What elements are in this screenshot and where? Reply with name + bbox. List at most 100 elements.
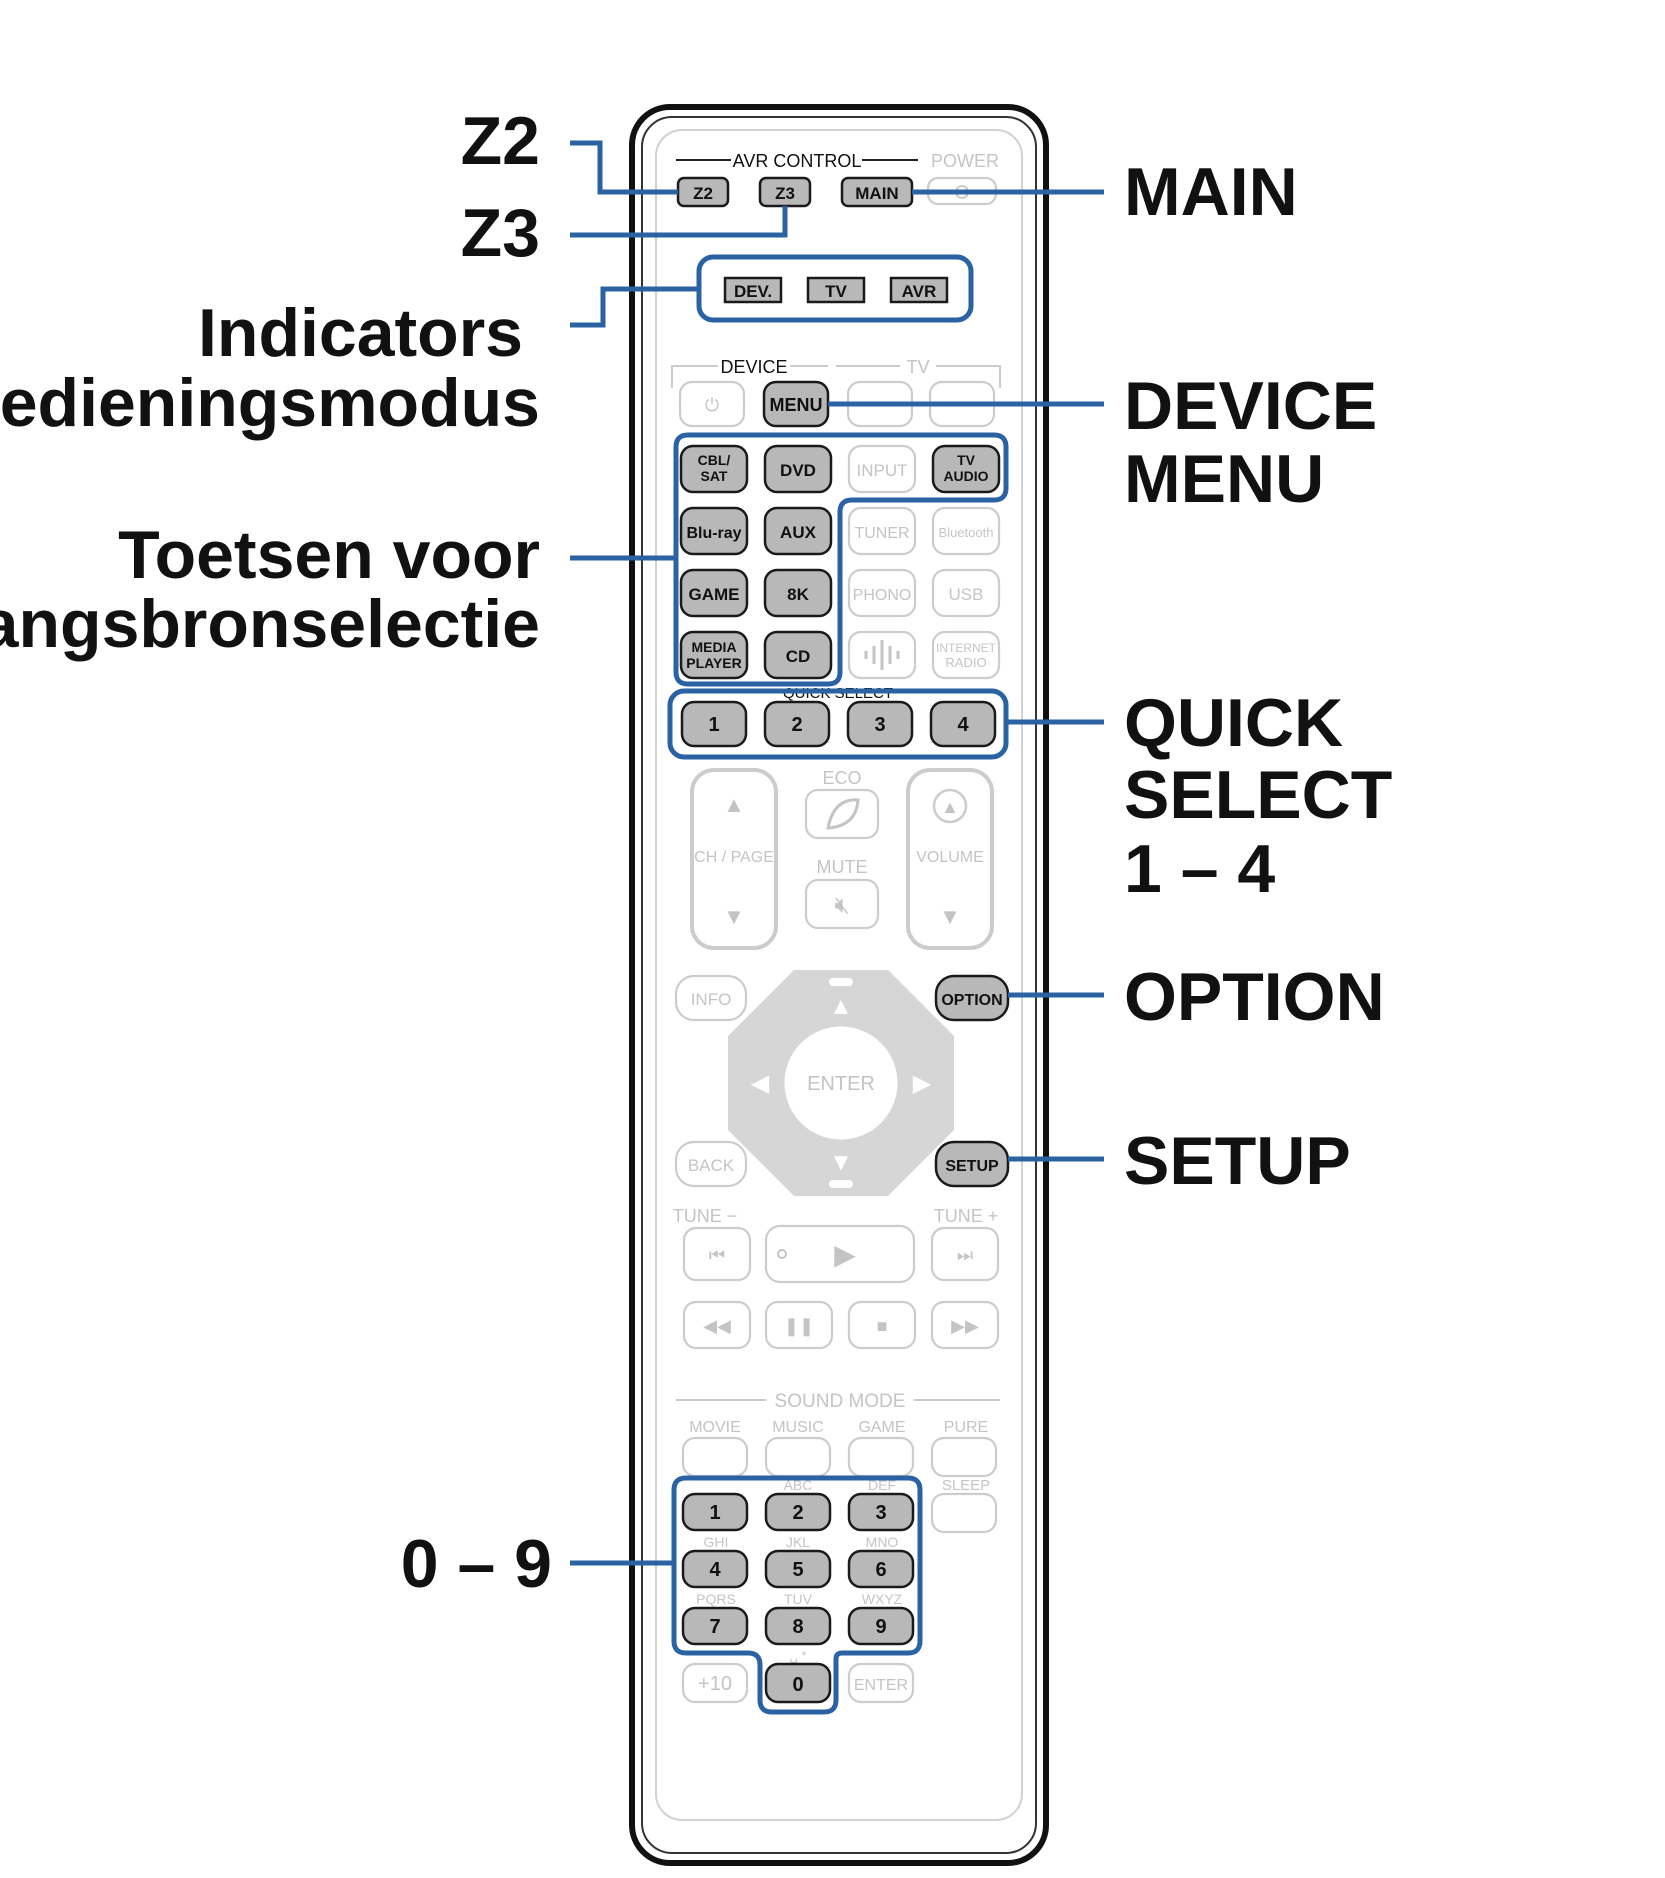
back-button[interactable]: BACK (674, 1140, 748, 1188)
fast-forward-button[interactable]: ▶▶ (930, 1300, 1000, 1350)
dpad-left-icon[interactable]: ◀ (751, 1071, 770, 1097)
numpad-letters-5: JKL (786, 1534, 810, 1550)
numpad-9-button[interactable]: 9 (847, 1606, 915, 1646)
play-button[interactable]: ▶ (764, 1224, 916, 1284)
ch-page-rocker[interactable]: ▲ CH / PAGE ▼ (690, 768, 778, 950)
svg-text:5: 5 (792, 1559, 803, 1581)
svg-text:PHONO: PHONO (853, 587, 912, 604)
dvd-button[interactable]: DVD (763, 444, 833, 494)
numpad-5-button[interactable]: 5 (764, 1549, 832, 1589)
indicator-avr: AVR (889, 276, 949, 304)
leaf-icon (826, 798, 860, 830)
numpad-7-button[interactable]: 7 (681, 1606, 749, 1646)
quick-select-3-button[interactable]: 3 (846, 700, 914, 748)
8k-button[interactable]: 8K (763, 568, 833, 618)
z2-button[interactable]: Z2 (676, 176, 730, 208)
callout-setup: SETUP (1124, 1123, 1351, 1199)
device-power-button[interactable] (678, 380, 746, 428)
input-button[interactable]: INPUT (847, 444, 917, 494)
z2-leader (570, 140, 678, 195)
numpad-letters-3: DEF (868, 1477, 896, 1493)
callout-input-select-line1: Toetsen voor (118, 517, 540, 593)
svg-text:4: 4 (957, 714, 969, 736)
leader-lines (570, 140, 1104, 1566)
svg-text:CH / PAGE: CH / PAGE (694, 849, 774, 866)
z3-button[interactable]: Z3 (758, 176, 812, 208)
aux-button[interactable]: AUX (763, 506, 833, 556)
heos-icon (864, 640, 900, 670)
volume-up-icon: ▲ (941, 797, 959, 817)
numpad-3-button[interactable]: 3 (847, 1492, 915, 1532)
transport-section: TUNE − TUNE + ⏮ ▶ ⏭ ◀◀ ❚❚ ■ ▶▶ (673, 1206, 1000, 1350)
cd-button[interactable]: CD (763, 630, 833, 680)
cbl-sat-button[interactable]: CBL/ SAT (679, 444, 749, 494)
dpad-right-icon[interactable]: ▶ (913, 1071, 932, 1097)
svg-text:9: 9 (875, 1616, 886, 1638)
usb-button[interactable]: USB (931, 568, 1001, 618)
game-button[interactable]: GAME (679, 568, 749, 618)
numpad-letters-4: GHI (704, 1534, 729, 1550)
callout-indicators-line2: bedieningsmodus (0, 365, 540, 441)
sleep-button[interactable] (930, 1492, 998, 1534)
skip-forward-button[interactable]: ⏭ (930, 1226, 1000, 1282)
stop-button[interactable]: ■ (847, 1300, 917, 1350)
svg-text:1: 1 (709, 1502, 720, 1524)
svg-text:SAT: SAT (701, 468, 728, 484)
main-button[interactable]: MAIN (840, 176, 914, 208)
quick-select-1-button[interactable]: 1 (680, 700, 748, 748)
media-player-button[interactable]: MEDIA PLAYER (679, 630, 749, 680)
svg-text:PLAYER: PLAYER (686, 655, 742, 671)
svg-text:Bluetooth: Bluetooth (939, 525, 994, 540)
volume-rocker[interactable]: ▲ VOLUME ▼ (906, 768, 994, 950)
navigation-section: INFO OPTION ▲ ▼ ◀ ▶ ENTER BACK SETUP (674, 970, 1010, 1196)
game-mode-button[interactable] (847, 1436, 915, 1478)
music-button[interactable] (764, 1436, 832, 1478)
numpad-8-button[interactable]: 8 (764, 1606, 832, 1646)
power-label: POWER (931, 151, 999, 171)
device-menu-button[interactable]: MENU (762, 380, 830, 428)
tv-label: TV (906, 357, 929, 377)
quick-select-4-button[interactable]: 4 (929, 700, 997, 748)
numpad-0-button[interactable]: 0 (764, 1662, 832, 1704)
numpad-6-button[interactable]: 6 (847, 1549, 915, 1589)
bluray-button[interactable]: Blu-ray (679, 506, 749, 556)
indicator-dev: DEV. (723, 276, 783, 304)
eco-button[interactable] (804, 788, 880, 840)
numpad-letters-7: PQRS (696, 1591, 736, 1607)
callout-input-select-line2: ingangsbronselectie (0, 586, 540, 662)
svg-text:GAME: GAME (689, 585, 740, 604)
skip-back-icon: ⏮ (709, 1245, 725, 1265)
phono-button[interactable]: PHONO (847, 568, 917, 618)
pause-button[interactable]: ❚❚ (764, 1300, 834, 1350)
rewind-button[interactable]: ◀◀ (682, 1300, 752, 1350)
info-button[interactable]: INFO (674, 974, 748, 1022)
dpad[interactable]: ▲ ▼ ◀ ▶ ENTER (728, 970, 954, 1196)
svg-text:OPTION: OPTION (941, 992, 1002, 1009)
quick-select-2-button[interactable]: 2 (763, 700, 831, 748)
skip-forward-icon: ⏭ (957, 1245, 973, 1265)
movie-button[interactable] (681, 1436, 749, 1478)
tv-audio-button[interactable]: TV AUDIO (931, 444, 1001, 494)
svg-text:Blu-ray: Blu-ray (686, 525, 741, 542)
mute-button[interactable]: 🔇︎ (804, 878, 880, 930)
option-button[interactable]: OPTION (934, 974, 1010, 1022)
game-mode-label: GAME (858, 1419, 905, 1436)
dpad-up-icon[interactable]: ▲ (829, 994, 853, 1020)
plus10-button[interactable]: +10 (681, 1662, 749, 1704)
setup-button[interactable]: SETUP (934, 1140, 1010, 1188)
heos-button[interactable] (847, 630, 917, 680)
tuner-button[interactable]: TUNER (847, 506, 917, 556)
svg-text:MAIN: MAIN (855, 184, 898, 203)
dpad-down-icon[interactable]: ▼ (829, 1150, 853, 1176)
skip-back-button[interactable]: ⏮ (682, 1226, 752, 1282)
internet-radio-button[interactable]: INTERNET RADIO (931, 630, 1001, 680)
numpad-1-button[interactable]: 1 (681, 1492, 749, 1532)
numpad-enter-button[interactable]: ENTER (847, 1662, 915, 1704)
pure-button[interactable] (930, 1436, 998, 1478)
svg-text:0: 0 (792, 1674, 803, 1696)
numpad-2-button[interactable]: 2 (764, 1492, 832, 1532)
numpad-4-button[interactable]: 4 (681, 1549, 749, 1589)
bluetooth-button[interactable]: Bluetooth (931, 506, 1001, 556)
svg-text:INFO: INFO (691, 990, 732, 1009)
